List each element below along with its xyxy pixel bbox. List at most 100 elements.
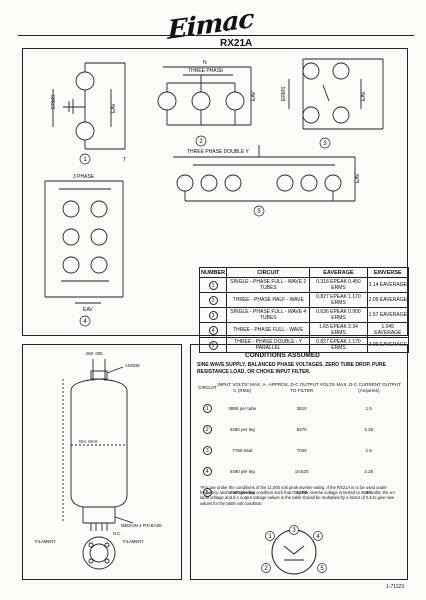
ratings-panel: [190, 344, 408, 580]
row-einverse: 2.09 EAVERAGE: [366, 292, 410, 308]
col-input-volts: INPUT VOLTS* MAX. A-C (RMS): [217, 382, 267, 393]
row-number: 4: [208, 325, 218, 335]
circuit-number-4: 4: [83, 319, 87, 325]
table-row: 3 SINGLE - PHASE FULL - WAVE 4 TUBES 0.6…: [198, 307, 410, 323]
row-circuit: SINGLE - PHASE FULL - WAVE 4 TUBES: [226, 307, 311, 323]
ratings-table: CIRCUIT INPUT VOLTS* MAX. A-C (RMS) APPR…: [198, 382, 402, 503]
circuit-4-diagram: [44, 180, 124, 304]
row-einverse: 3.14 EAVERAGE: [366, 277, 410, 293]
dim-top-label: .060 .005: [85, 351, 103, 356]
label-eav-4: EAV: [83, 307, 93, 313]
table-row: 2 4490 per leg 5270 2.25: [198, 419, 402, 440]
label-eav-5: EAV: [355, 173, 361, 183]
row-circuit: THREE - PHASE HALF - WAVE: [226, 292, 311, 308]
row-input: 4490 per leg: [229, 469, 255, 474]
row-number: 4: [202, 467, 212, 476]
row-current: 4.5: [365, 490, 372, 495]
circuit-3-diagram: [288, 58, 384, 130]
table-row: 1 SINGLE - PHASE FULL - WAVE 2 TUBES 0.3…: [198, 277, 410, 293]
label-t: T: [123, 157, 126, 163]
row-input: 3890 per tube: [228, 406, 257, 411]
ratings-footnote: *For use under the conditions of the 11,…: [200, 485, 396, 506]
circuit-diagrams: THREE PHASE THREE PHASE DOUBLE Y 3 PHASE…: [44, 58, 384, 327]
circuit-2-diagram: [157, 66, 252, 126]
tube-drawing-panel: .060 .005 ANODE DIA. MAX MEDIUM 4 PIN BA…: [22, 344, 182, 580]
col-eaverage: EAVERAGE: [309, 267, 368, 278]
col-number: NUMBER: [198, 267, 228, 278]
filament-right-label: FILAMENT: [123, 539, 144, 544]
row-current: 1.5: [365, 406, 372, 411]
row-eaverage: 0.318 EPEAK 0.450 ERMS: [309, 277, 368, 293]
label-n: N: [203, 60, 207, 66]
label-three-phase-double-y: THREE PHASE DOUBLE Y: [187, 149, 250, 155]
row-input: 4490 per leg: [229, 490, 255, 495]
circuit-number-5: 5: [257, 209, 261, 215]
circuit-formula-table: NUMBER CIRCUIT EAVERAGE EINVERSE 1 SINGL…: [198, 267, 410, 353]
circuit-number-3: 3: [323, 141, 327, 147]
model-number: RX21A: [220, 38, 253, 49]
col-circuit: CIRCUIT: [198, 384, 217, 390]
diameter-label: DIA. MAX: [79, 439, 98, 444]
row-output: 5270: [296, 490, 307, 495]
row-einverse: 1.57 EAVERAGE: [366, 307, 410, 323]
socket-pin-diagram: 1 2 3 4 5: [261, 525, 327, 575]
label-eav-2: EAV: [251, 91, 257, 101]
filament-left-label: FILAMENT: [35, 539, 56, 544]
row-output: 3510: [296, 406, 307, 411]
socket-pin-4: 4: [316, 534, 320, 540]
row-number: 3: [202, 446, 212, 455]
row-input: 7780 total: [232, 448, 253, 453]
conditions-title: CONDITIONS ASSUMED: [245, 352, 320, 359]
row-number: 5: [202, 488, 212, 497]
circuits-panel: THREE PHASE THREE PHASE DOUBLE Y 3 PHASE…: [22, 48, 410, 375]
row-output: 7030: [296, 448, 307, 453]
conditions-text: SINE WAVE SUPPLY, BALANCED PHASE VOLTAGE…: [197, 362, 386, 375]
row-current: 2.25: [364, 427, 374, 432]
circuit-number-2: 2: [199, 139, 203, 145]
row-output: 10,520: [294, 469, 309, 474]
socket-pin-5: 5: [320, 566, 324, 572]
row-current: 1.5: [365, 448, 372, 453]
anode-label: ANODE: [125, 363, 140, 368]
base-label: MEDIUM 4 PIN BASE: [121, 523, 162, 528]
row-number: 2: [208, 295, 218, 305]
row-eaverage: 0.827 EPEAK 1.170 ERMS: [309, 337, 368, 353]
tube-outline-drawing: .060 .005 ANODE DIA. MAX MEDIUM 4 PIN BA…: [35, 351, 162, 570]
label-eav-1: EAV: [111, 103, 117, 113]
table-row: 5 4490 per leg 5270 4.5: [198, 482, 402, 503]
header-rule: [18, 35, 414, 36]
row-eaverage: 0.636 EPEAK 0.900 ERMS: [309, 307, 368, 323]
table-row: 2 THREE - PHASE HALF - WAVE 0.827 EPEAK …: [198, 292, 410, 308]
row-number: 3: [208, 310, 218, 320]
table-row: 4 4490 per leg 10,520 2.25: [198, 461, 402, 482]
col-circuit: CIRCUIT: [226, 267, 311, 278]
row-number: 1: [208, 280, 218, 290]
row-eaverage: 1.65 EPEAK 2.34 ERMS: [309, 322, 368, 338]
label-three-phase-2: THREE PHASE: [188, 68, 224, 74]
circuit-number-1: 1: [83, 157, 87, 163]
label-erms-1: ERMS: [51, 94, 57, 109]
table-row: 1 3890 per tube 3510 1.5: [198, 398, 402, 419]
row-einverse: 1.045 EAVERAGE: [366, 322, 410, 338]
col-einverse: EINVERSE: [366, 267, 410, 278]
row-output: 5270: [296, 427, 307, 432]
label-three-phase-delta: 3 PHASE: [73, 174, 95, 180]
circuit-1-diagram: [52, 62, 126, 150]
table-row: 3 7780 total 7030 1.5: [198, 440, 402, 461]
socket-pin-3: 3: [292, 528, 296, 534]
nc-label: N.C.: [113, 531, 121, 536]
row-number: 5: [208, 340, 218, 350]
col-current: MAX. D-C CURRENT OUTPUT (Amperes): [336, 382, 402, 393]
table-row: 4 THREE - PHASE FULL - WAVE 1.65 EPEAK 2…: [198, 322, 410, 338]
row-number: 1: [202, 404, 212, 413]
row-input: 4490 per leg: [229, 427, 255, 432]
circuit-5-diagram: [173, 145, 356, 202]
socket-pin-2: 2: [264, 566, 268, 572]
col-output-volts: APPROX. D-C OUTPUT VOLTS TO FILTER: [268, 382, 335, 393]
row-eaverage: 0.827 EPEAK 1.170 ERMS: [309, 292, 368, 308]
label-eav-3: EAV: [361, 91, 367, 101]
row-circuit: THREE - PHASE FULL - WAVE: [226, 322, 311, 338]
socket-pin-1: 1: [268, 534, 272, 540]
row-current: 2.25: [364, 469, 374, 474]
row-number: 2: [202, 425, 212, 434]
